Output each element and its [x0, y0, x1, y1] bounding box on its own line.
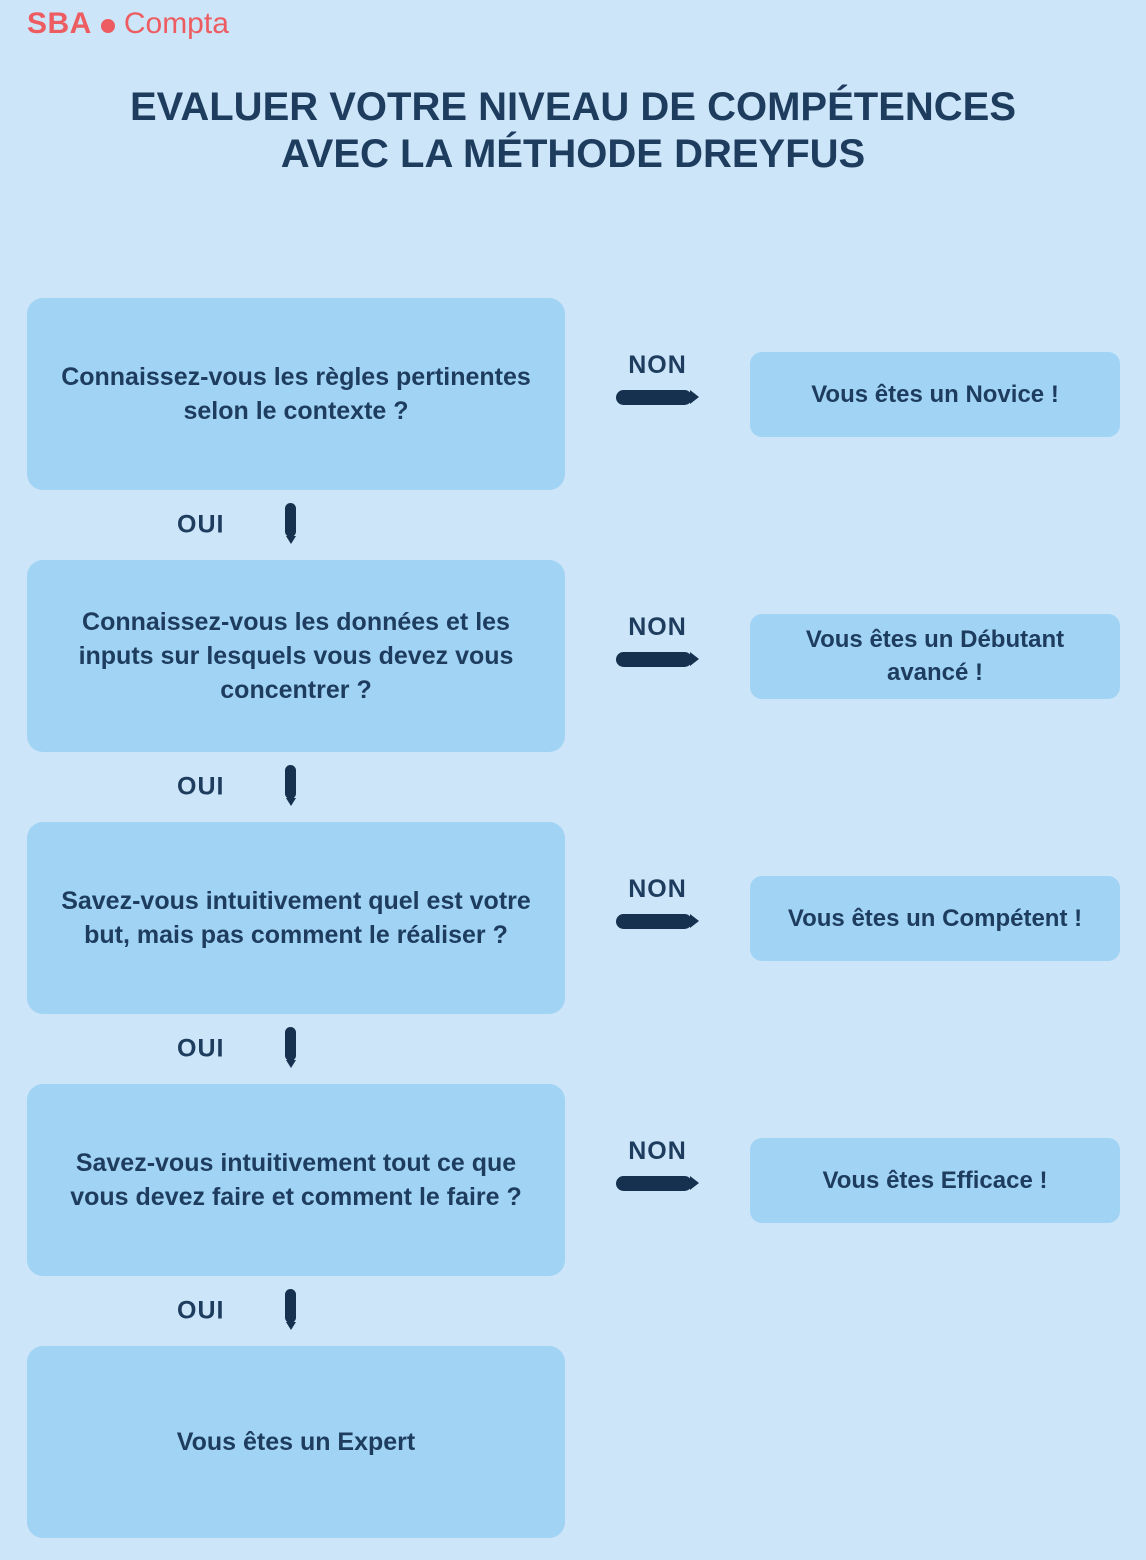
result-text-3: Vous êtes un Compétent !	[787, 904, 1083, 932]
yes-connector-2: OUI	[27, 752, 592, 822]
oui-label-1: OUI	[177, 510, 225, 539]
no-branch-4: NON	[565, 1137, 750, 1191]
oui-label-2: OUI	[177, 772, 225, 801]
yes-connector-4: OUI	[27, 1276, 592, 1346]
question-box-1: Connaissez-vous les règles pertinentes s…	[27, 298, 565, 490]
question-box-3: Savez-vous intuitivement quel est votre …	[27, 822, 565, 1014]
result-text-1: Vous êtes un Novice !	[811, 380, 1059, 408]
flow-row-4: Savez-vous intuitivement tout ce que vou…	[27, 1084, 1146, 1276]
no-branch-2: NON	[565, 613, 750, 667]
oui-label-4: OUI	[177, 1296, 225, 1325]
arrow-right-icon-1	[615, 390, 699, 405]
title-line-1: EVALUER VOTRE NIVEAU DE COMPÉTENCES	[129, 85, 1017, 129]
logo: SBA Compta	[27, 7, 229, 41]
result-box-4: Vous êtes Efficace !	[750, 1137, 1120, 1223]
non-label-1: NON	[628, 351, 687, 379]
arrow-down-icon-3	[285, 1027, 296, 1068]
flow-row-1: Connaissez-vous les règles pertinentes s…	[27, 298, 1146, 490]
logo-dot-icon	[100, 18, 115, 33]
flow-row-2: Connaissez-vous les données et les input…	[27, 560, 1146, 752]
no-branch-1: NON	[565, 351, 750, 405]
arrow-right-icon-3	[615, 914, 699, 929]
question-text-1: Connaissez-vous les règles pertinentes s…	[61, 363, 531, 425]
arrow-right-icon-2	[615, 652, 699, 667]
title-line-2: AVEC LA MÉTHODE DREYFUS	[280, 132, 866, 176]
result-text-4: Vous êtes Efficace !	[822, 1166, 1048, 1194]
question-text-4: Savez-vous intuitivement tout ce que vou…	[70, 1149, 522, 1211]
yes-connector-3: OUI	[27, 1014, 592, 1084]
arrow-right-icon-4	[615, 1176, 699, 1191]
arrow-down-icon-4	[285, 1289, 296, 1330]
non-label-2: NON	[628, 613, 687, 641]
flow-row-3: Savez-vous intuitivement quel est votre …	[27, 822, 1146, 1014]
question-box-4: Savez-vous intuitivement tout ce que vou…	[27, 1084, 565, 1276]
page-title: EVALUER VOTRE NIVEAU DE COMPÉTENCES AVEC…	[0, 84, 1146, 178]
result-text-2: Vous êtes un Débutant avancé !	[805, 626, 1065, 686]
yes-connector-1: OUI	[27, 490, 592, 560]
non-label-3: NON	[628, 875, 687, 903]
flowchart: Connaissez-vous les règles pertinentes s…	[0, 298, 1146, 1538]
expert-result-box: Vous êtes un Expert	[27, 1346, 565, 1538]
arrow-down-icon-2	[285, 765, 296, 806]
result-box-1: Vous êtes un Novice !	[750, 351, 1120, 437]
logo-brand: SBA	[27, 7, 92, 40]
question-text-3: Savez-vous intuitivement quel est votre …	[61, 887, 531, 949]
logo-product: Compta	[123, 7, 229, 40]
oui-label-3: OUI	[177, 1034, 225, 1063]
arrow-down-icon-1	[285, 503, 296, 544]
expert-result-text: Vous êtes un Expert	[176, 1428, 416, 1456]
non-label-4: NON	[628, 1137, 687, 1165]
no-branch-3: NON	[565, 875, 750, 929]
question-text-2: Connaissez-vous les données et les input…	[78, 608, 514, 704]
question-box-2: Connaissez-vous les données et les input…	[27, 560, 565, 752]
result-box-3: Vous êtes un Compétent !	[750, 875, 1120, 961]
result-box-2: Vous êtes un Débutant avancé !	[750, 613, 1120, 699]
